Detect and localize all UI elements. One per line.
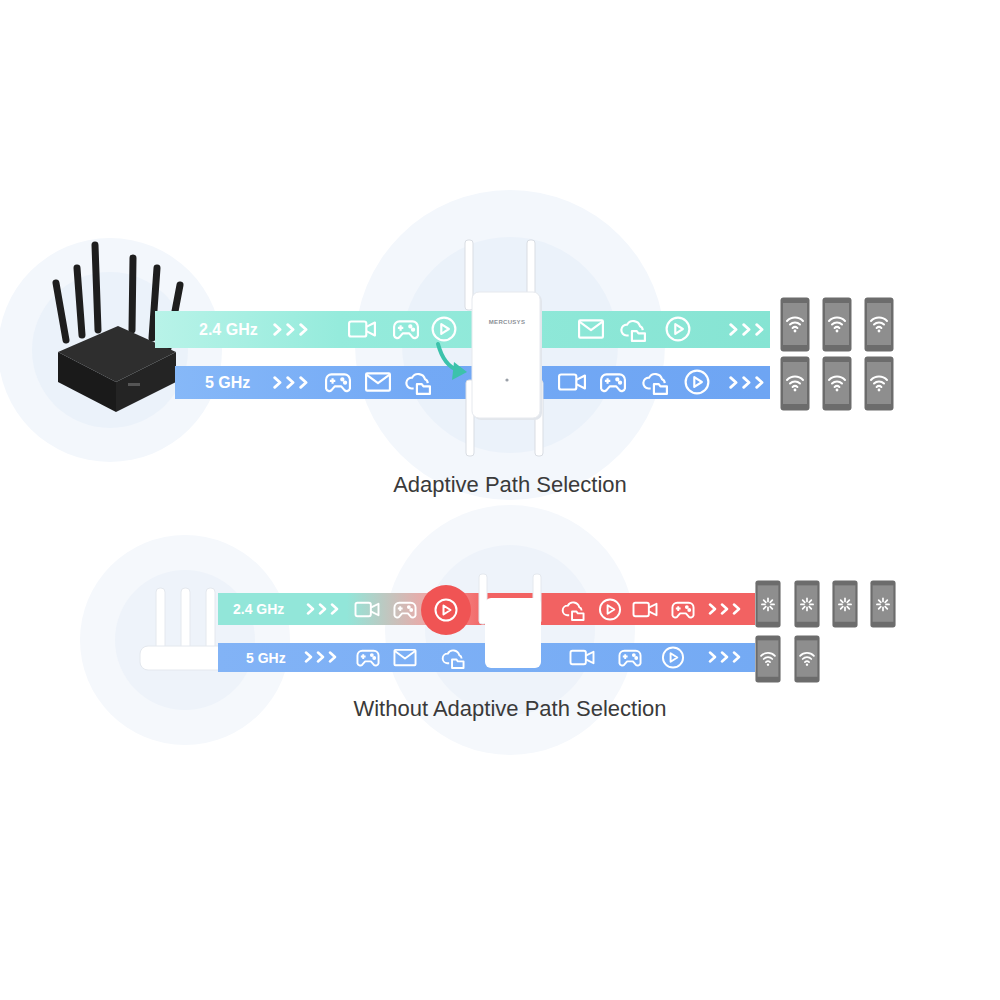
antenna	[95, 245, 98, 330]
play-icon	[600, 599, 620, 619]
chevron-arrows	[731, 378, 762, 388]
led	[505, 378, 508, 381]
band-label: 2.4 GHz	[233, 601, 284, 617]
video-icon	[349, 321, 375, 336]
video-icon	[634, 603, 657, 616]
phone-connected	[781, 298, 810, 352]
chevron-arrows	[731, 325, 762, 335]
antenna	[77, 268, 82, 335]
video-icon	[559, 374, 585, 389]
caption: Without Adaptive Path Selection	[210, 696, 810, 722]
chevron-arrows	[308, 605, 337, 614]
mail-icon	[579, 320, 603, 337]
gamepad-icon	[672, 603, 693, 618]
chevron-arrows	[710, 653, 739, 662]
play-icon	[686, 371, 709, 394]
video-icon	[571, 651, 594, 664]
phone-connected	[865, 298, 894, 352]
range-extender	[479, 574, 541, 668]
chevron-arrows	[710, 605, 739, 614]
gamepad-icon	[601, 374, 625, 391]
caption: Adaptive Path Selection	[260, 472, 760, 498]
arrow-head	[452, 362, 467, 380]
antenna	[156, 588, 165, 652]
chevron-arrows	[306, 653, 335, 662]
play-icon	[663, 647, 683, 667]
antenna	[132, 258, 133, 330]
play-icon	[436, 600, 457, 621]
mail-icon	[394, 650, 415, 665]
cloud-icon	[443, 650, 464, 668]
phone-loading	[832, 581, 857, 628]
antenna	[206, 588, 215, 652]
cloud-icon	[406, 374, 430, 394]
signal-ring	[385, 505, 635, 755]
chevron-arrows	[275, 325, 306, 335]
phone-connected	[823, 298, 852, 352]
phone-connected	[865, 357, 894, 411]
range-extender	[465, 240, 543, 456]
cloud-icon	[621, 321, 645, 341]
mail-icon	[366, 373, 390, 390]
antenna	[56, 283, 66, 340]
extender-body	[485, 598, 541, 668]
signal-ring	[115, 570, 255, 710]
play-icon	[667, 318, 690, 341]
signal-ring	[0, 238, 222, 462]
client-devices	[781, 298, 894, 411]
router-logo	[128, 383, 140, 386]
video-icon	[356, 603, 379, 616]
phone-loading	[870, 581, 895, 628]
gamepad-icon	[357, 651, 378, 666]
antenna	[181, 588, 190, 652]
phone-connected	[823, 357, 852, 411]
band-label: 2.4 GHz	[199, 321, 258, 339]
gamepad-icon	[326, 374, 350, 391]
signal-ring	[32, 272, 188, 428]
phone-connected	[755, 636, 780, 683]
gamepad-icon	[619, 651, 640, 666]
phone-connected	[794, 636, 819, 683]
phone-connected	[781, 357, 810, 411]
router-side	[58, 352, 116, 412]
congestion-marker	[421, 585, 471, 635]
signal-ring	[80, 535, 290, 745]
gamepad-icon	[394, 603, 415, 618]
phone-loading	[755, 581, 780, 628]
band-label: 5 GHz	[205, 374, 250, 392]
band-label: 5 GHz	[246, 650, 286, 666]
play-icon	[433, 318, 456, 341]
chevron-arrows	[275, 378, 306, 388]
router-front	[116, 352, 176, 412]
cloud-icon	[643, 374, 667, 394]
phone-loading	[794, 581, 819, 628]
client-devices	[755, 581, 895, 683]
path-switch-arrow	[438, 344, 467, 380]
cloud-icon	[563, 602, 584, 620]
extender-body	[472, 292, 540, 418]
gamepad-icon	[394, 321, 418, 338]
